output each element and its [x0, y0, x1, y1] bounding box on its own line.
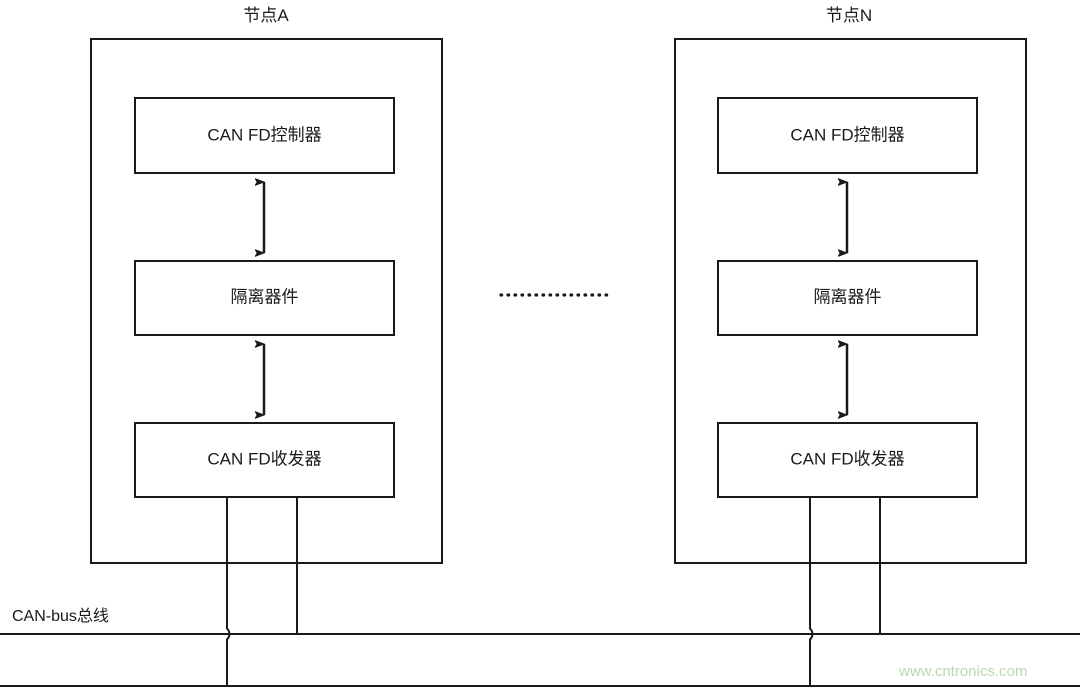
node-n-title: 节点N — [826, 6, 872, 25]
node-a-transceiver-box[interactable] — [134, 422, 395, 498]
node-a-wire-can-high — [226, 497, 231, 686]
node-n-group: 节点N CAN FD控制器 隔离器件 CAN FD收发器 — [674, 6, 1027, 686]
node-n-transceiver-label: CAN FD收发器 — [790, 449, 904, 468]
node-a-controller-label: CAN FD控制器 — [207, 125, 321, 144]
node-n-isolator-label: 隔离器件 — [814, 287, 882, 306]
node-n-transceiver-box[interactable] — [717, 422, 978, 498]
node-a-isolator-box[interactable] — [134, 260, 395, 336]
bus-label: CAN-bus总线 — [12, 607, 109, 625]
node-n-wire-can-high — [809, 497, 814, 686]
node-n-controller-label: CAN FD控制器 — [790, 125, 904, 144]
node-a-title: 节点A — [243, 6, 289, 25]
node-n-container — [674, 38, 1027, 564]
node-n-controller-box[interactable] — [717, 97, 978, 174]
node-a-container — [90, 38, 443, 564]
site-watermark: www.cntronics.com — [898, 663, 1027, 680]
node-n-isolator-box[interactable] — [717, 260, 978, 336]
node-a-transceiver-label: CAN FD收发器 — [207, 449, 321, 468]
node-a-group: 节点A CAN FD控制器 隔离器件 CAN FD收发器 — [90, 6, 443, 686]
node-a-controller-box[interactable] — [134, 97, 395, 174]
node-a-isolator-label: 隔离器件 — [231, 287, 299, 306]
